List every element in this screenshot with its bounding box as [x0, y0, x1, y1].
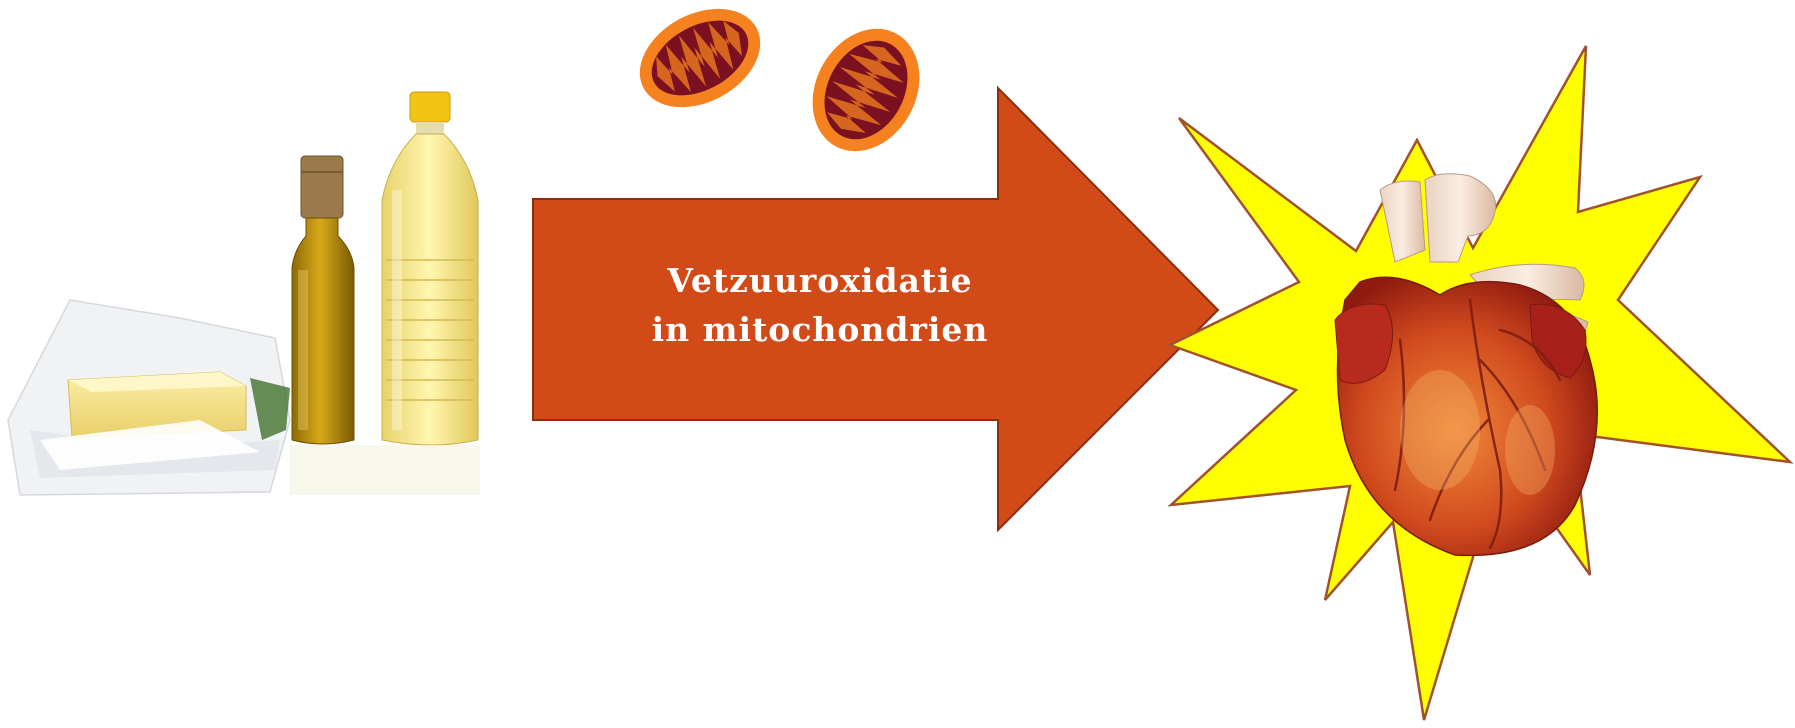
- mitochondrion-1: [623, 0, 777, 127]
- butter-icon: [8, 300, 290, 495]
- arrow-label: Vetzuuroxidatie in mitochondrien: [600, 256, 1040, 354]
- olive-oil-bottle-icon: [292, 156, 354, 444]
- mitochondrion-2: [792, 10, 940, 170]
- mitochondrion-icon: [792, 10, 940, 170]
- arrow-label-line-1: Vetzuuroxidatie: [600, 256, 1040, 305]
- cooking-oil-bottle-icon: [382, 92, 478, 445]
- food-group: [8, 92, 480, 495]
- mitochondrion-icon: [623, 0, 777, 127]
- arrow-label-line-2: in mitochondrien: [600, 305, 1040, 354]
